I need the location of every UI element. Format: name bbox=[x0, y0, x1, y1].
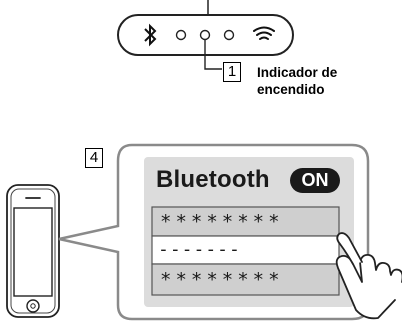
bluetooth-on-toggle[interactable]: ON bbox=[290, 168, 340, 193]
bluetooth-icon bbox=[144, 23, 157, 47]
indicator-callout: Indicador de encendido bbox=[257, 64, 337, 98]
field-top bbox=[151, 206, 340, 237]
field-bottom bbox=[151, 263, 340, 296]
zoom-callout bbox=[58, 143, 370, 321]
field-middle-text[interactable]: ------- bbox=[158, 239, 241, 260]
phone-bezel bbox=[10, 188, 56, 314]
indicator-led-center bbox=[199, 29, 211, 41]
smartphone bbox=[6, 184, 60, 318]
phone-screen bbox=[13, 207, 53, 297]
indicator-leader-line bbox=[204, 40, 222, 70]
step-1-label: 1 bbox=[223, 62, 241, 82]
field-top-text[interactable]: ******** bbox=[160, 211, 284, 233]
wifi-icon bbox=[253, 26, 275, 40]
indicator-led-right bbox=[223, 29, 235, 41]
bluetooth-title: Bluetooth bbox=[156, 166, 270, 193]
indicator-label-line1: Indicador de bbox=[257, 65, 338, 80]
phone-home-button bbox=[26, 299, 40, 313]
indicator-led-left bbox=[175, 29, 187, 41]
step-4-label: 4 bbox=[85, 148, 103, 168]
pointing-hand-icon bbox=[335, 232, 402, 320]
phone-home-button-inner bbox=[30, 303, 36, 309]
device-top-panel bbox=[117, 0, 294, 70]
field-bottom-text[interactable]: ******** bbox=[160, 269, 284, 291]
indicator-label-line2: encendido bbox=[257, 82, 325, 97]
